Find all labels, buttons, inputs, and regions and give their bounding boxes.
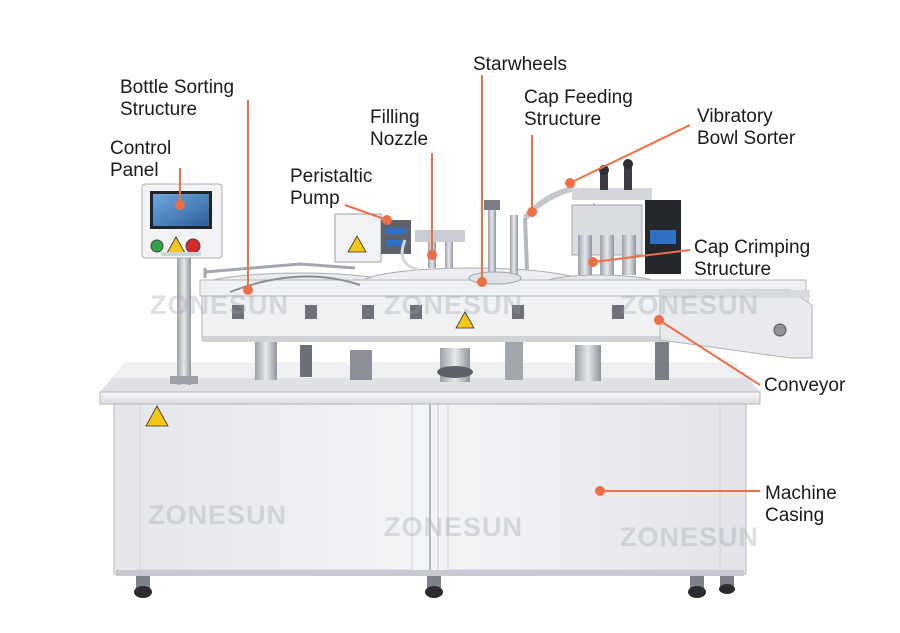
label-machine-casing-line1: Machine bbox=[765, 483, 837, 504]
label-starwheels-line1: Starwheels bbox=[473, 54, 567, 75]
warning-sticker bbox=[145, 405, 169, 427]
label-control-panel: Control Panel bbox=[110, 138, 171, 182]
label-vibratory-bowl: Vibratory Bowl Sorter bbox=[697, 106, 795, 150]
cap-crimping-structure bbox=[571, 204, 643, 275]
label-vibratory-bowl-line2: Bowl Sorter bbox=[697, 128, 796, 149]
label-filling-nozzle: Filling Nozzle bbox=[370, 107, 428, 151]
caster-wheels bbox=[134, 576, 735, 598]
label-machine-casing: Machine Casing bbox=[765, 483, 837, 527]
label-peristaltic-pump-line2: Pump bbox=[290, 188, 340, 209]
label-vibratory-bowl-line1: Vibratory bbox=[697, 106, 773, 127]
label-cap-feeding-line2: Structure bbox=[524, 109, 602, 130]
label-bottle-sorting-line1: Bottle Sorting bbox=[120, 77, 235, 98]
conveyor-body bbox=[659, 289, 813, 359]
label-conveyor: Conveyor bbox=[764, 375, 845, 397]
watermark-3: ZONESUN bbox=[620, 290, 760, 320]
label-cap-crimping: Cap Crimping Structure bbox=[694, 237, 810, 281]
label-bottle-sorting: Bottle Sorting Structure bbox=[120, 77, 234, 121]
label-control-panel-line1: Control bbox=[110, 138, 172, 159]
machine-casing bbox=[113, 401, 747, 576]
watermark-1: ZONESUN bbox=[150, 290, 290, 320]
label-peristaltic-pump: Peristaltic Pump bbox=[290, 166, 372, 210]
label-cap-crimping-line2: Structure bbox=[694, 259, 772, 280]
watermark-4: ZONESUN bbox=[148, 500, 288, 530]
watermark-2: ZONESUN bbox=[384, 290, 524, 320]
label-cap-feeding: Cap Feeding Structure bbox=[524, 87, 633, 131]
peristaltic-pump bbox=[334, 213, 411, 263]
label-filling-nozzle-line2: Nozzle bbox=[370, 129, 429, 150]
watermark-6: ZONESUN bbox=[620, 522, 760, 552]
label-peristaltic-pump-line1: Peristaltic bbox=[290, 166, 373, 187]
label-machine-casing-line2: Casing bbox=[765, 505, 825, 526]
watermark-5: ZONESUN bbox=[384, 512, 524, 542]
label-cap-feeding-line1: Cap Feeding bbox=[524, 87, 633, 108]
label-filling-nozzle-line1: Filling bbox=[370, 107, 420, 128]
drive-columns bbox=[255, 340, 669, 382]
vibratory-bowl-sorter bbox=[572, 159, 681, 274]
label-cap-crimping-line1: Cap Crimping bbox=[694, 237, 811, 258]
label-control-panel-line2: Panel bbox=[110, 160, 159, 181]
control-panel bbox=[141, 183, 223, 385]
filling-nozzle bbox=[400, 230, 465, 272]
label-conveyor-line1: Conveyor bbox=[764, 375, 846, 396]
label-bottle-sorting-line2: Structure bbox=[120, 99, 198, 120]
label-starwheels: Starwheels bbox=[473, 54, 567, 76]
callout-lines bbox=[175, 75, 761, 496]
